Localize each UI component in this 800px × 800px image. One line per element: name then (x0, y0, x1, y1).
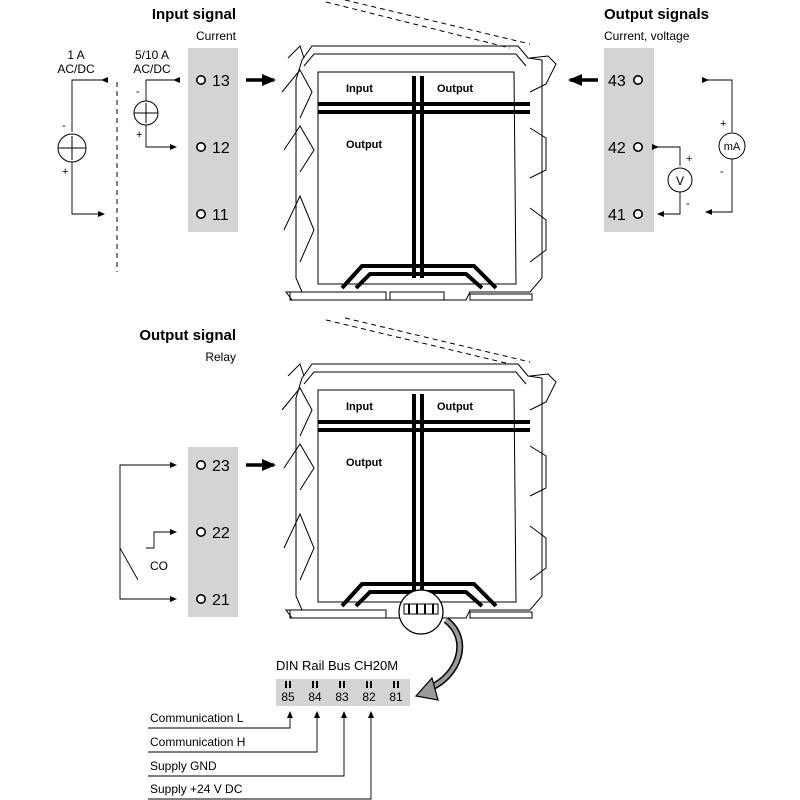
svg-text:+: + (686, 153, 692, 165)
source-1a-type: AC/DC (57, 62, 95, 76)
terminal-21: 21 (212, 592, 230, 609)
terminal-42: 42 (608, 140, 626, 157)
relay-contact-label: CO (150, 559, 168, 573)
input-signal-title: Input signal (152, 6, 236, 23)
input-signal-subtitle: Current (196, 29, 237, 43)
bus-pin-83: 83 (335, 690, 349, 704)
svg-text:+: + (720, 118, 726, 130)
svg-text:-: - (62, 120, 66, 132)
bus-pin-82: 82 (362, 690, 376, 704)
voltmeter-label: V (676, 174, 684, 188)
din-rail-bus-title: DIN Rail Bus CH20M (276, 658, 398, 673)
relay-contact-circuit (119, 462, 177, 602)
module-housing-bottom (281, 317, 557, 635)
source-1a-label: 1 A (67, 48, 84, 62)
svg-text:-: - (136, 86, 140, 98)
output-signals-subtitle: Current, voltage (604, 29, 690, 43)
ammeter-label: mA (724, 141, 741, 153)
source-5-10a-label: 5/10 A (135, 48, 169, 62)
bus-pin-81: 81 (389, 690, 403, 704)
svg-text:+: + (62, 166, 68, 178)
module-housing-top (281, 0, 557, 301)
relay-output-title: Output signal (139, 327, 236, 344)
terminal-41: 41 (608, 207, 626, 224)
top-module-input-label: Input (346, 83, 373, 95)
bus-signal-communication-h: Communication H (150, 735, 245, 749)
voltmeter-circuit: + - (652, 144, 693, 217)
relay-output-subtitle: Relay (205, 350, 236, 364)
din-bus-signal-lines (148, 711, 374, 800)
din-bus-pin-bars (285, 681, 399, 688)
bus-signal-supply-24v: Supply +24 V DC (150, 782, 243, 796)
terminal-12: 12 (212, 140, 230, 157)
bottom-module-output-right-label: Output (437, 401, 473, 413)
top-module-output-left-label: Output (346, 139, 382, 151)
bus-signal-supply-gnd: Supply GND (150, 759, 217, 773)
ammeter-circuit: + - (702, 77, 746, 215)
terminal-13: 13 (212, 73, 230, 90)
terminal-23: 23 (212, 458, 230, 475)
terminal-43: 43 (608, 73, 626, 90)
output-terminal-block (604, 48, 654, 232)
bottom-module-input-label: Input (346, 401, 373, 413)
terminal-22: 22 (212, 525, 230, 542)
svg-text:-: - (686, 198, 690, 210)
source-5-10a-type: AC/DC (133, 62, 171, 76)
bottom-module-output-left-label: Output (346, 457, 382, 469)
svg-text:-: - (720, 166, 724, 178)
bus-pin-84: 84 (308, 690, 322, 704)
top-module-output-right-label: Output (437, 83, 473, 95)
source-5-10a-circuit: - + (133, 77, 180, 150)
terminal-11: 11 (212, 207, 229, 224)
svg-text:+: + (136, 129, 142, 141)
bus-pin-85: 85 (281, 690, 295, 704)
source-1a-circuit: - + (57, 77, 108, 217)
bus-detail-arrow (429, 618, 462, 690)
bus-signal-communication-l: Communication L (150, 711, 244, 725)
output-signals-title: Output signals (604, 6, 709, 23)
